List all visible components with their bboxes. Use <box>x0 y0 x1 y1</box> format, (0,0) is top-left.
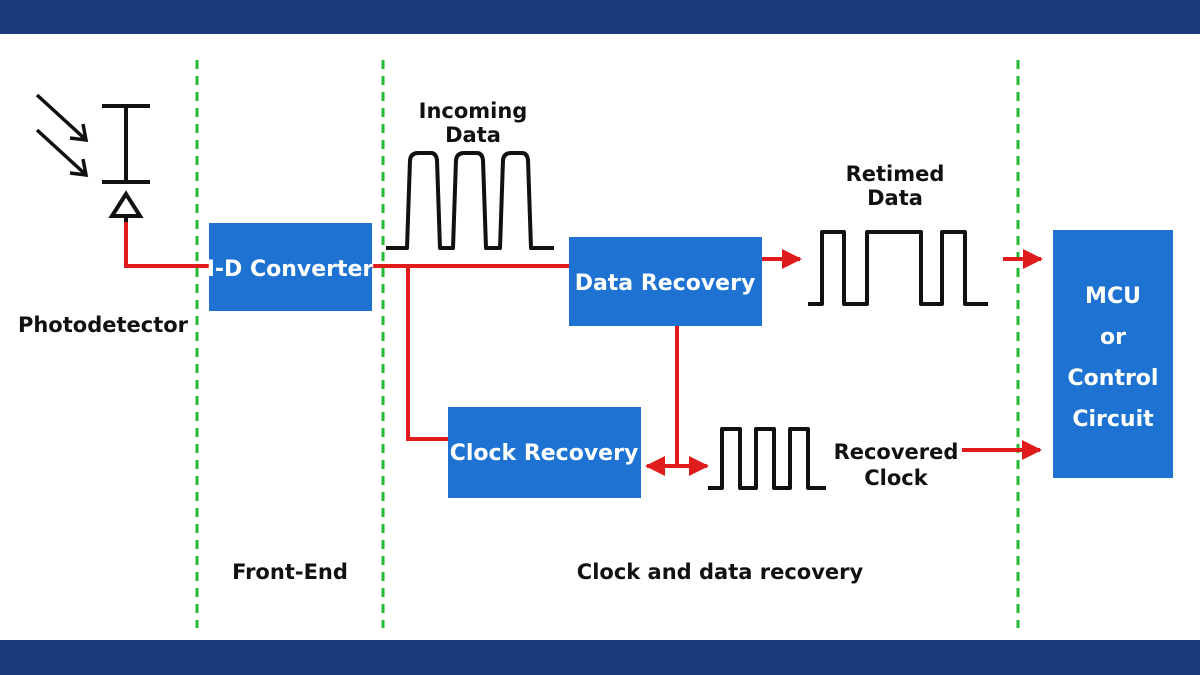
retimed-data-waveform <box>808 230 988 306</box>
i-d-converter-label: I-D Converter <box>207 257 374 282</box>
light-rays-icon <box>35 93 89 178</box>
clock-recovery-block <box>448 407 641 498</box>
mcu-label-line-3: Control <box>1068 366 1159 391</box>
front-end-section-label: Front-End <box>232 560 348 584</box>
data-recovery-block <box>569 237 762 326</box>
mcu-label-line-4: Circuit <box>1072 407 1154 432</box>
bottom-frame-bar <box>0 640 1200 675</box>
incoming-data-waveform <box>386 151 554 250</box>
data-recovery-label: Data Recovery <box>575 271 756 296</box>
recovered-clock-waveform <box>708 427 826 490</box>
incoming-data-label-line-2: Data <box>445 123 501 147</box>
mcu-label-line-2: or <box>1100 325 1126 350</box>
mcu-block <box>1053 230 1173 478</box>
signal-branch-to-clock-recovery <box>406 266 449 441</box>
mcu-label-line-1: MCU <box>1085 284 1141 309</box>
signal-photodiode-to-converter <box>124 222 209 268</box>
recovered-clock-label-line-2: Clock <box>864 466 928 490</box>
clock-data-recovery-section-label: Clock and data recovery <box>577 560 864 584</box>
i-d-converter-block <box>209 223 372 311</box>
retimed-data-label-line-1: Retimed <box>846 162 945 186</box>
photodiode-icon <box>102 104 150 224</box>
incoming-data-label-line-1: Incoming <box>419 99 528 123</box>
recovered-clock-label-line-1: Recovered <box>834 440 959 464</box>
top-frame-bar <box>0 0 1200 34</box>
photodetector-label: Photodetector <box>18 313 189 337</box>
retimed-data-label-line-2: Data <box>867 186 923 210</box>
clock-recovery-label: Clock Recovery <box>450 441 639 466</box>
